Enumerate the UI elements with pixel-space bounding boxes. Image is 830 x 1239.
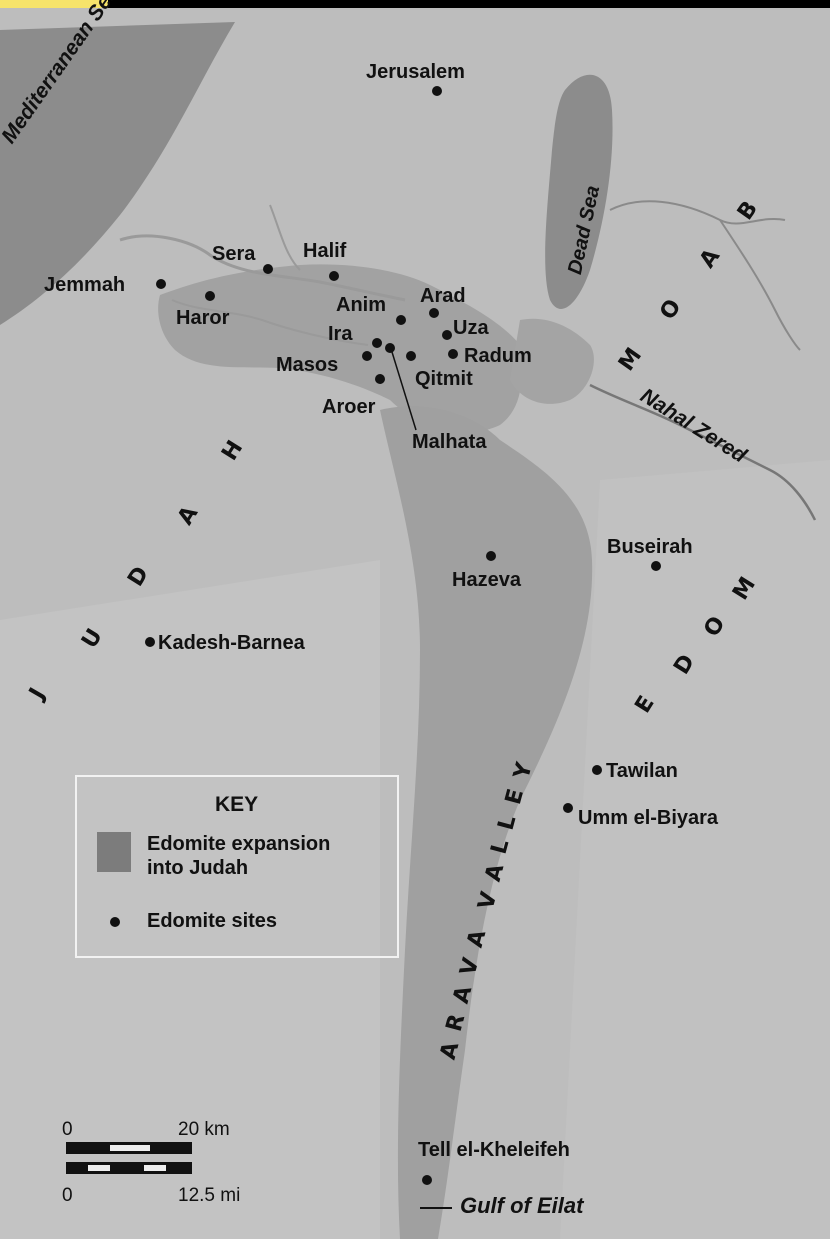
arava-valley-shape [380, 406, 593, 1239]
site-dot-icon [110, 917, 120, 927]
site-label-malhata: Malhata [412, 431, 487, 453]
site-marker-radum[interactable] [448, 349, 458, 359]
site-marker-aroer[interactable] [375, 374, 385, 384]
site-marker-ira[interactable] [372, 338, 382, 348]
site-label-ira: Ira [328, 323, 353, 345]
site-label-sera: Sera [212, 243, 256, 265]
site-label-buseirah: Buseirah [607, 536, 693, 558]
site-label-anim: Anim [336, 294, 386, 316]
key-sites-label: Edomite sites [147, 910, 278, 932]
site-marker-halif[interactable] [329, 271, 339, 281]
edom-highlands [560, 460, 830, 1239]
mediterranean-sea-shape [0, 22, 235, 325]
header-bar [0, 0, 830, 8]
site-marker-hazeva[interactable] [486, 551, 496, 561]
nahal-zered-river [589, 383, 817, 521]
site-label-tell-el-kheleifeh: Tell el-Kheleifeh [418, 1139, 570, 1161]
site-label-qitmit: Qitmit [415, 368, 473, 390]
site-marker-uza[interactable] [442, 330, 452, 340]
expansion-area-judah [158, 264, 522, 432]
expansion-swatch-icon [97, 832, 131, 872]
site-marker-tell-el-kheleifeh[interactable] [422, 1175, 432, 1185]
malhata-leader-line [391, 351, 417, 431]
site-label-aroer: Aroer [322, 396, 376, 418]
site-marker-tawilan[interactable] [592, 765, 602, 775]
site-marker-jemmah[interactable] [156, 279, 166, 289]
site-label-jerusalem: Jerusalem [366, 61, 465, 83]
site-label-haror: Haror [176, 307, 230, 329]
dead-sea-shape [545, 74, 613, 309]
map-key: KEY Edomite expansion into Judah Edomite… [75, 775, 399, 958]
site-label-tawilan: Tawilan [606, 760, 678, 782]
site-marker-ira-2[interactable] [385, 343, 395, 353]
site-label-arad: Arad [420, 285, 466, 307]
scale-km-end: 20 km [178, 1119, 230, 1140]
site-marker-sera[interactable] [263, 264, 273, 274]
key-expansion-label-line1: Edomite expansion [147, 833, 331, 855]
scale-mi-start: 0 [62, 1185, 73, 1206]
expansion-area-north [510, 318, 594, 404]
key-expansion-label-line2: into Judah [147, 857, 249, 879]
site-label-jemmah: Jemmah [44, 274, 126, 296]
gulf-of-eilat-label: Gulf of Eilat [460, 1193, 584, 1218]
site-marker-jerusalem[interactable] [432, 86, 442, 96]
site-marker-anim[interactable] [396, 315, 406, 325]
judah-lowlands [0, 560, 380, 1239]
site-marker-masos[interactable] [362, 351, 372, 361]
site-marker-haror[interactable] [205, 291, 215, 301]
key-title: KEY [215, 793, 259, 816]
site-marker-arad[interactable] [429, 308, 439, 318]
scale-km-start: 0 [62, 1119, 73, 1140]
site-marker-qitmit[interactable] [406, 351, 416, 361]
header-accent [0, 0, 108, 10]
scale-bar-icon [66, 1142, 192, 1174]
site-label-hazeva: Hazeva [452, 569, 521, 591]
site-marker-umm-el-biyara[interactable] [563, 803, 573, 813]
scale-mi-end: 12.5 mi [178, 1185, 241, 1206]
site-marker-buseirah[interactable] [651, 561, 661, 571]
site-label-kadesh-barnea: Kadesh-Barnea [158, 632, 305, 654]
site-label-umm-el-biyara: Umm el-Biyara [578, 807, 719, 829]
site-label-uza: Uza [453, 317, 489, 339]
site-marker-kadesh-barnea[interactable] [145, 637, 155, 647]
site-label-radum: Radum [464, 345, 532, 367]
site-label-masos: Masos [276, 354, 339, 376]
site-label-halif: Halif [303, 240, 347, 262]
